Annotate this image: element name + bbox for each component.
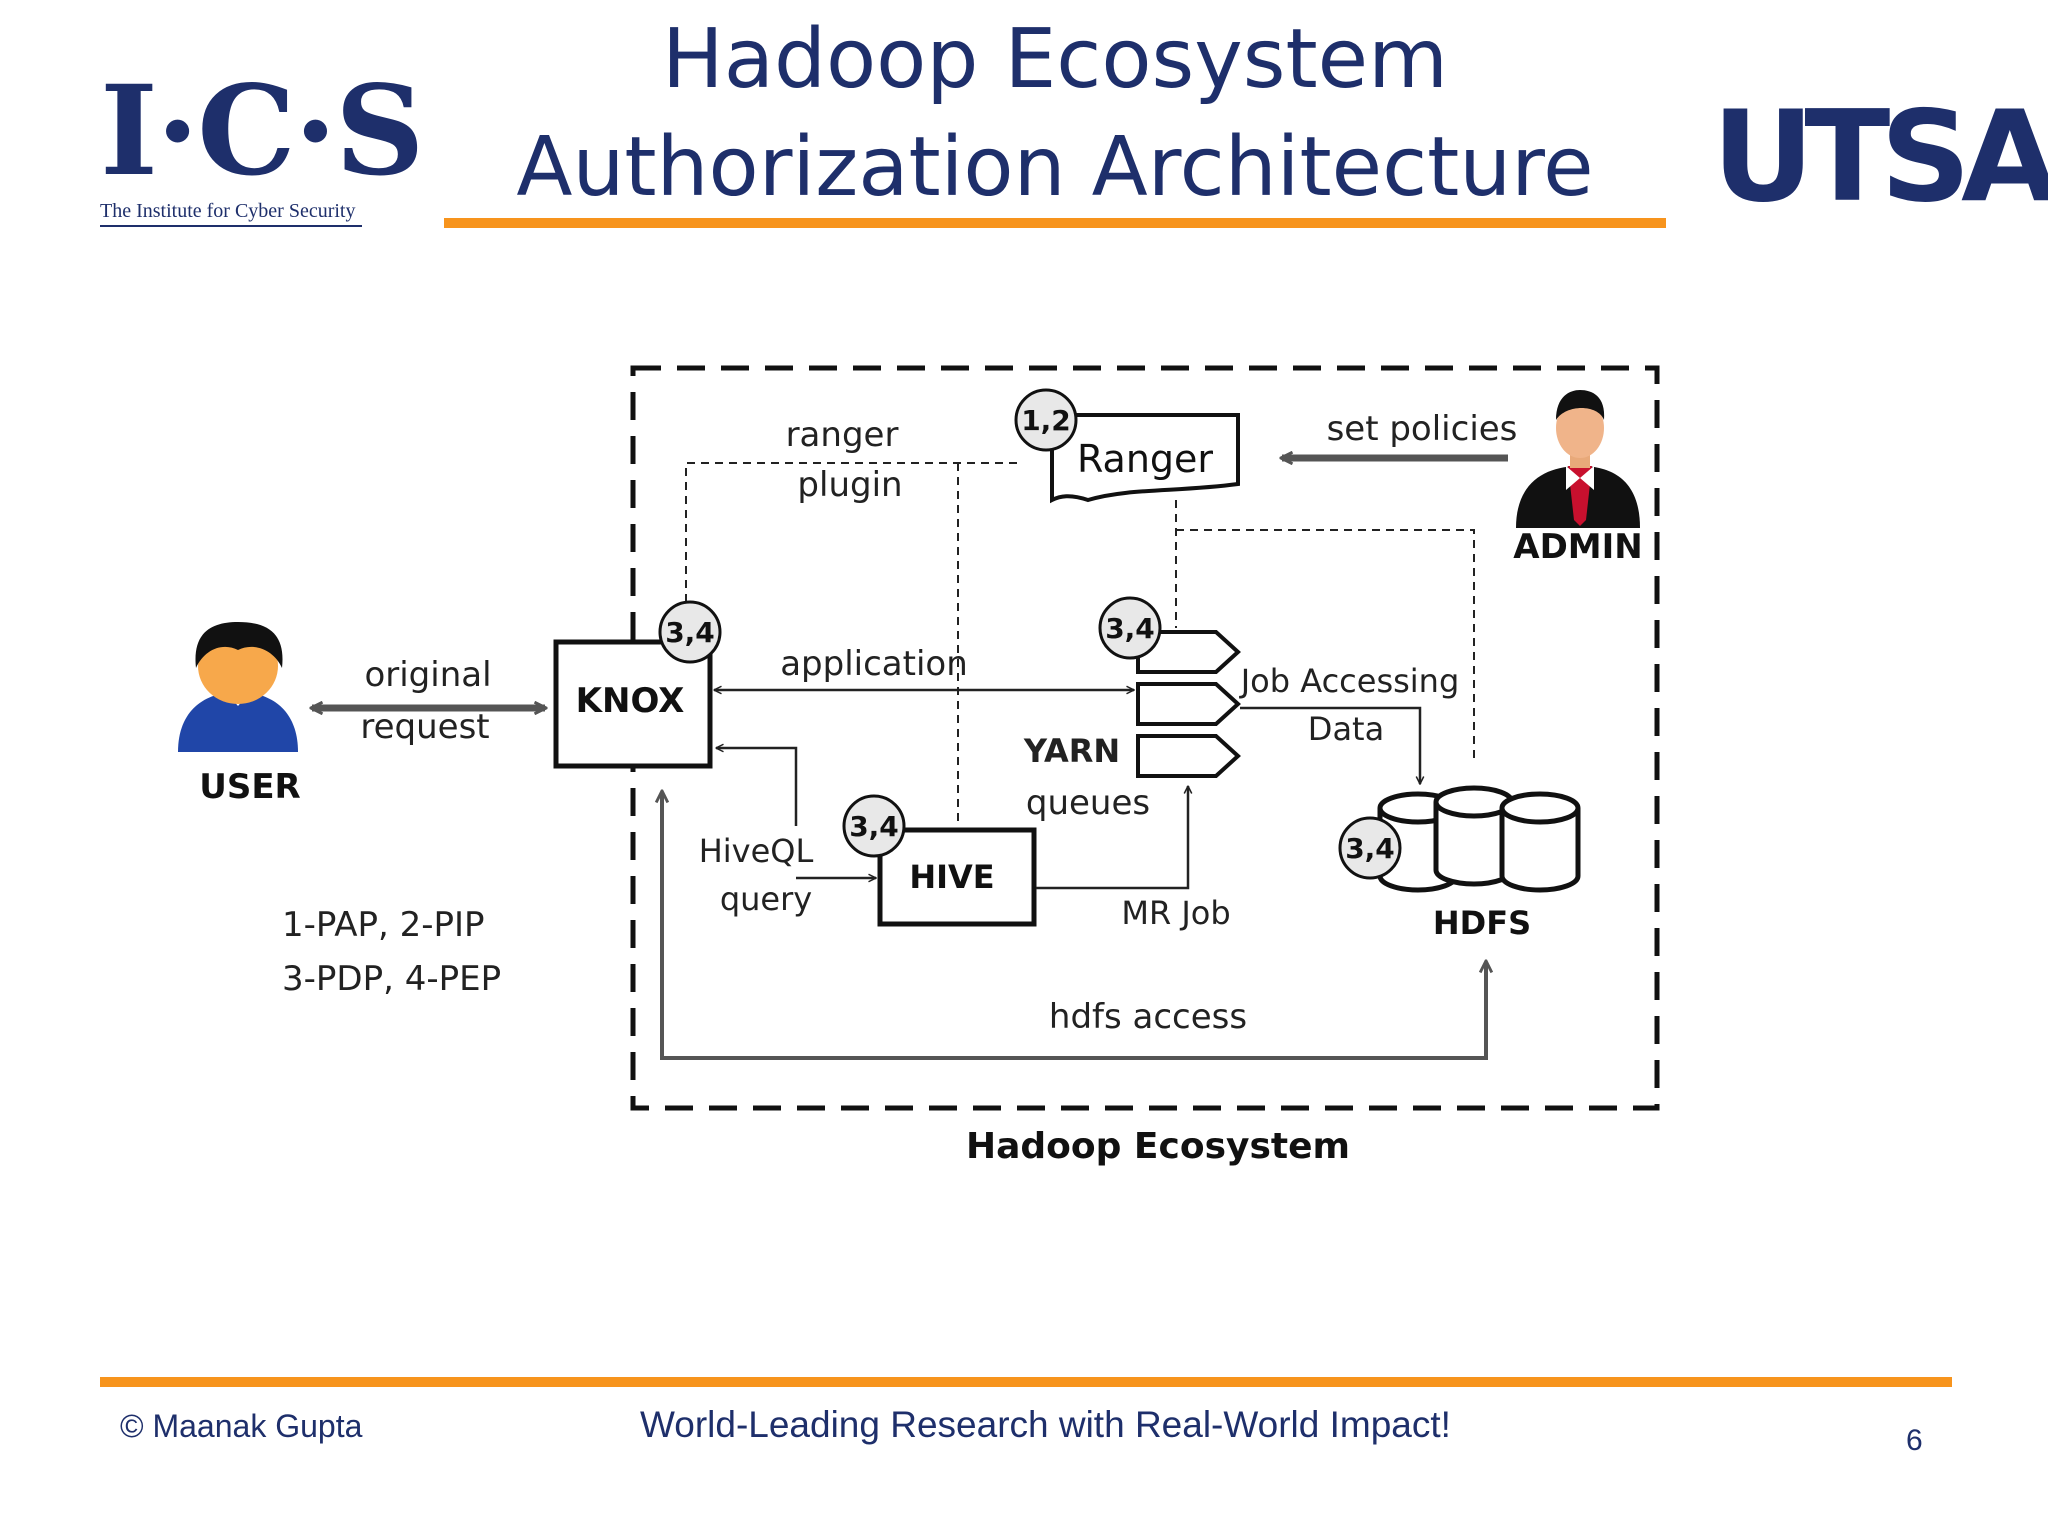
admin-icon <box>1516 390 1640 528</box>
hive-label: HIVE <box>909 858 994 896</box>
hiveql-label-line2: query <box>720 880 812 918</box>
hdfs-plugin-connector <box>1176 529 1475 760</box>
yarn-label-line2: queues <box>1026 783 1150 823</box>
badge-knox: 3,4 <box>658 600 722 664</box>
utsa-logo: UTSA® <box>1712 92 2048 222</box>
ranger-box <box>1050 413 1240 504</box>
job-accessing-label-line1: Job Accessing <box>1239 662 1460 700</box>
footer-tagline: World-Leading Research with Real-World I… <box>640 1404 1451 1445</box>
user-icon <box>178 622 298 752</box>
badge-knox-text: 3,4 <box>665 616 715 649</box>
hdfs-storage-icon <box>1377 785 1581 893</box>
ranger-plugin-label-line2: plugin <box>797 465 902 505</box>
page-number: 6 <box>1906 1424 1923 1457</box>
ics-logo-tagline: The Institute for Cyber Security <box>100 200 356 222</box>
hiveql-response-arrow <box>716 748 798 826</box>
hdfs-label: HDFS <box>1433 904 1531 942</box>
badge-yarn-text: 3,4 <box>1105 612 1155 645</box>
badge-ranger: 1,2 <box>1014 388 1078 452</box>
badge-ranger-text: 1,2 <box>1021 404 1071 437</box>
badge-hive: 3,4 <box>842 794 906 858</box>
hadoop-ecosystem-boundary <box>630 365 1660 1111</box>
yarn-queue-3 <box>1136 734 1241 778</box>
badge-hdfs-text: 3,4 <box>1345 832 1395 865</box>
ics-logo-letters: I·C·S <box>100 59 425 204</box>
knox-label: KNOX <box>576 681 685 721</box>
admin-label: ADMIN <box>1513 527 1642 567</box>
hiveql-label-line1: HiveQL <box>699 832 814 870</box>
badge-yarn: 3,4 <box>1098 596 1162 660</box>
ics-logo-rule <box>100 225 362 227</box>
ranger-plugin-label-line1: ranger <box>786 415 899 455</box>
yarn-label-line1: YARN <box>1023 732 1120 770</box>
legend-line2: 3-PDP, 4-PEP <box>282 959 501 999</box>
title-underline <box>444 218 1666 228</box>
ics-logo: I·C·S The Institute for Cyber Security <box>100 59 425 232</box>
yarn-queue-1 <box>1136 630 1241 674</box>
yarn-queue-2 <box>1136 682 1241 726</box>
slide-title: Hadoop Ecosystem Authorization Architect… <box>430 6 1680 222</box>
job-accessing-data-arrow <box>1240 706 1420 784</box>
mr-job-label: MR Job <box>1121 894 1230 932</box>
badge-hive-text: 3,4 <box>849 810 899 843</box>
user-label: USER <box>199 767 301 807</box>
legend-line1: 1-PAP, 2-PIP <box>282 905 485 945</box>
hadoop-ecosystem-label: Hadoop Ecosystem <box>966 1126 1350 1167</box>
footer-copyright: © Maanak Gupta <box>120 1408 363 1444</box>
hdfs-access-arrow <box>662 792 1486 1060</box>
footer-rule <box>100 1377 1952 1387</box>
application-label: application <box>780 644 968 684</box>
set-policies-label: set policies <box>1327 409 1518 449</box>
original-request-label-line2: request <box>360 707 489 747</box>
ranger-label: Ranger <box>1077 437 1213 481</box>
hdfs-access-label: hdfs access <box>1049 997 1247 1037</box>
badge-hdfs: 3,4 <box>1338 816 1402 880</box>
slide-title-line1: Hadoop Ecosystem <box>662 12 1448 107</box>
original-request-label-line1: original <box>364 655 491 695</box>
slide-title-line2: Authorization Architecture <box>516 120 1594 215</box>
utsa-logo-text: UTSA <box>1712 83 2048 230</box>
job-accessing-label-line2: Data <box>1308 710 1384 748</box>
